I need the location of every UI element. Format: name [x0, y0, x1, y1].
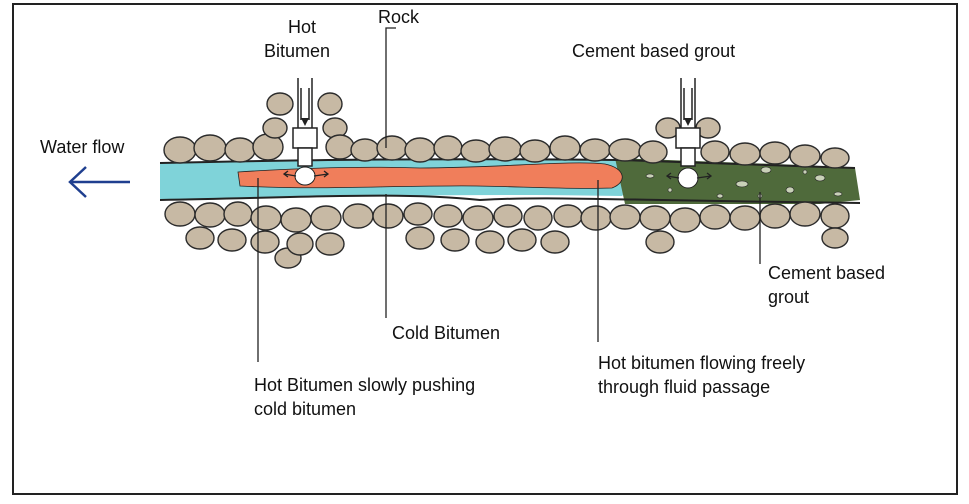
label-cement-grout-top: Cement based grout: [572, 41, 736, 61]
label-cold-bitumen: Cold Bitumen: [392, 323, 501, 343]
label-water-flow: Water flow: [40, 137, 125, 157]
pipe-arrow-bitumen: [301, 118, 309, 126]
grout-particles: [645, 166, 843, 199]
label-rock: Rock: [378, 7, 420, 27]
water-flow-arrow: [68, 166, 130, 198]
label-hot-flowing-1: Hot bitumen flowing freely: [598, 353, 806, 373]
grout-fill: [615, 158, 860, 204]
label-hot-bitumen-2: Bitumen: [264, 41, 331, 61]
label-hot-pushing-2: cold bitumen: [254, 399, 357, 419]
label-hot-pushing-1: Hot Bitumen slowly pushing: [254, 375, 476, 395]
label-cement-grout-side-2: grout: [768, 287, 810, 307]
channel-bottom-edge: [159, 194, 861, 204]
grout-outlet: [677, 167, 699, 189]
injection-pipe-grout: [675, 78, 701, 167]
label-hot-bitumen-1: Hot: [288, 17, 317, 37]
upper-rocks: [163, 92, 850, 169]
lower-rocks: [164, 201, 850, 269]
pipe-arrow-grout: [684, 118, 692, 126]
label-hot-flowing-2: through fluid passage: [598, 377, 771, 397]
bitumen-outlet: [294, 166, 316, 186]
hot-bitumen-fill: [237, 162, 623, 189]
leader-lines: [257, 27, 761, 362]
injection-pipe-bitumen: [292, 78, 318, 167]
label-cement-grout-side-1: Cement based: [768, 263, 886, 283]
outlet-flow-arrows: [282, 170, 713, 180]
diagram-border: [12, 3, 958, 495]
